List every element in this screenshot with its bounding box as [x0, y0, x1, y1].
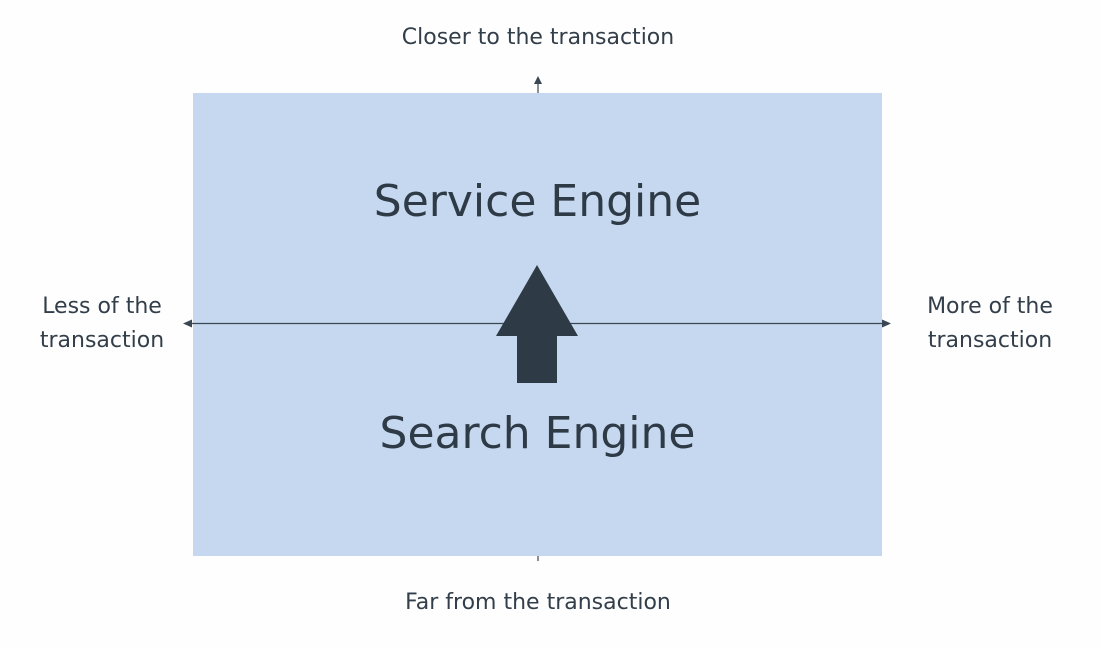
horizontal-axis-arrowhead-left [183, 319, 192, 328]
service-engine-label: Service Engine [373, 176, 702, 227]
horizontal-axis-arrowhead-right [882, 319, 891, 328]
axis-left-label: Less of the transaction [39, 294, 165, 353]
vertical-axis-arrowhead-up [534, 76, 542, 84]
search-engine-label: Search Engine [379, 408, 696, 459]
axis-bottom-label: Far from the transaction [405, 590, 671, 615]
axis-top-label: Closer to the transaction [401, 25, 675, 50]
axis-right-label: More of the transaction [927, 294, 1053, 353]
up-arrow-icon [496, 265, 578, 383]
